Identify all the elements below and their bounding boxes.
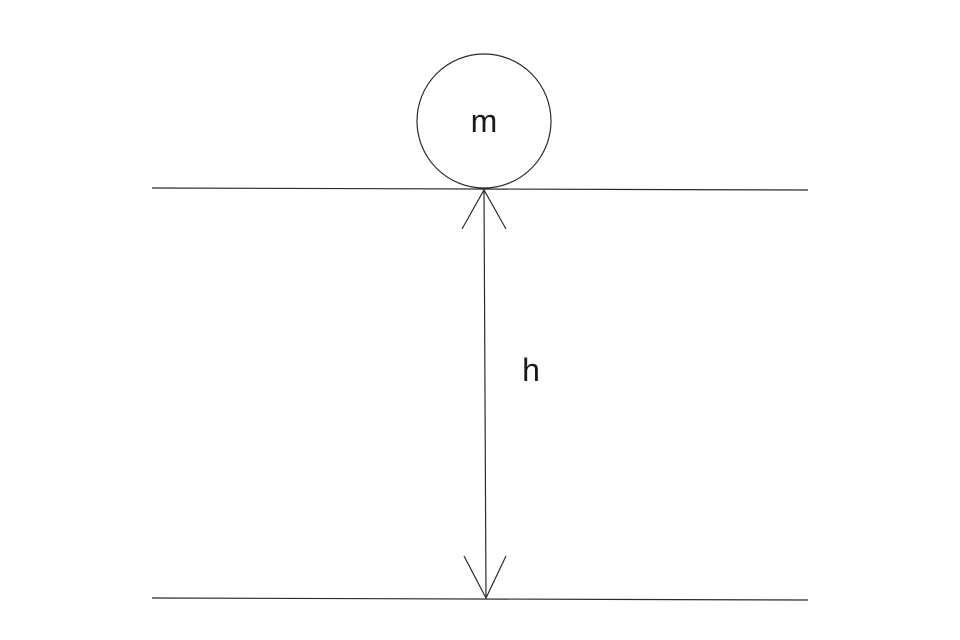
height-arrow-shaft: [483, 189, 487, 599]
mass-ball: m: [416, 53, 552, 189]
upper-reference-line: [151, 187, 809, 191]
mass-label: m: [471, 103, 498, 139]
mass-circle: [416, 53, 552, 189]
height-dimension-arrow: [461, 188, 507, 600]
height-label: h: [522, 352, 540, 388]
up-arrowhead: [461, 188, 507, 230]
down-arrowhead: [463, 555, 507, 600]
ground-line: [151, 597, 809, 601]
